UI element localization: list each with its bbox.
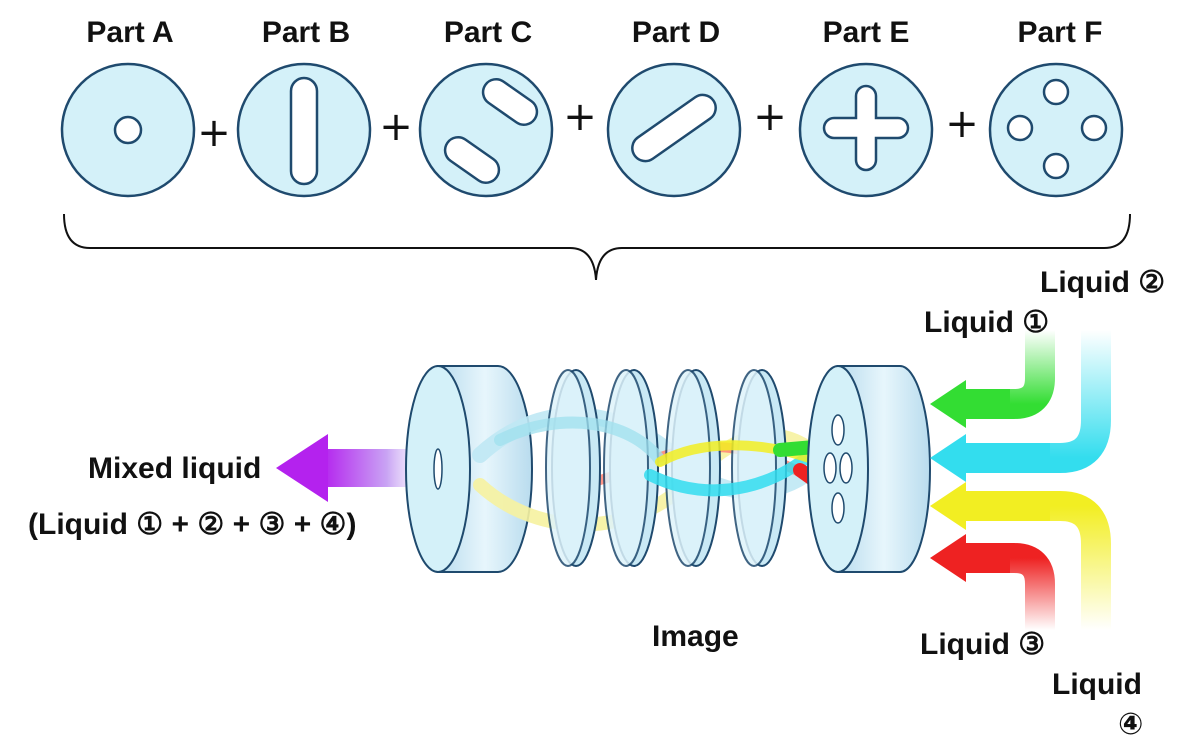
part-a-disc	[60, 62, 196, 198]
part-d-title: Part D	[632, 16, 720, 49]
helix-ribbons-front	[494, 416, 835, 497]
plus-sign: +	[197, 110, 231, 156]
image-caption: Image	[652, 620, 739, 653]
part-b-title: Part B	[262, 16, 350, 49]
liquid-2-arrow	[930, 330, 1111, 482]
thin-disc	[665, 369, 721, 567]
part-f-title: Part F	[1017, 16, 1102, 49]
part-c-disc	[418, 62, 554, 198]
thin-disc	[603, 369, 659, 567]
part-titles: Part A Part B Part C Part D Part E Part …	[86, 16, 1102, 49]
mixed-liquid-label: Mixed liquid	[88, 452, 261, 485]
liquid-1-arrow	[930, 330, 1055, 428]
mixed-liquid-formula: (Liquid ① + ② + ③ + ④)	[28, 508, 356, 541]
plus-sign: +	[753, 94, 787, 140]
part-d-disc	[606, 62, 742, 198]
thin-disc	[731, 369, 787, 567]
liquid-4-label-line2: ④	[1118, 707, 1143, 742]
outlet-cylinder	[405, 365, 533, 573]
liquid-4-label-line1: Liquid	[1052, 668, 1142, 701]
liquid-1-label: Liquid ①	[924, 306, 1049, 339]
liquid-4-arrow	[930, 482, 1111, 630]
plus-sign: +	[379, 104, 413, 150]
curly-brace	[63, 213, 1131, 281]
part-b-disc	[236, 62, 372, 198]
liquid-2-label: Liquid ②	[1040, 266, 1165, 299]
part-e-title: Part E	[823, 16, 910, 49]
inlet-cylinder	[807, 365, 931, 573]
plus-sign: +	[563, 94, 597, 140]
part-c-title: Part C	[444, 16, 532, 49]
liquid-3-arrow	[930, 534, 1055, 630]
plus-sign: +	[945, 101, 979, 147]
part-f-disc	[988, 62, 1124, 198]
liquid-3-label: Liquid ③	[920, 628, 1045, 661]
plus-signs: + + + + +	[197, 94, 979, 156]
thin-disc	[545, 369, 601, 567]
part-a-title: Part A	[86, 16, 173, 49]
part-e-disc	[798, 62, 934, 198]
